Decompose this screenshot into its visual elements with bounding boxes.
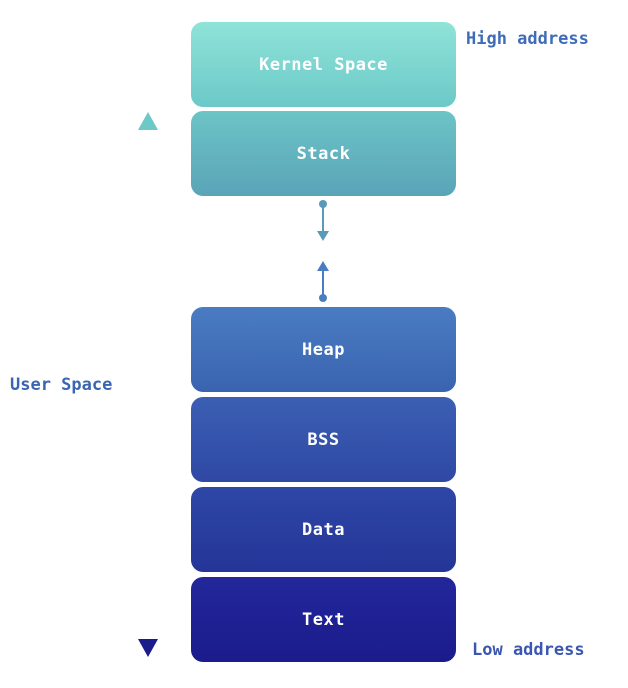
user-space-arrow-head-down bbox=[138, 639, 158, 657]
stack-label: Stack bbox=[296, 143, 351, 164]
data-segment: Data bbox=[191, 487, 456, 572]
stack-segment: Stack bbox=[191, 111, 456, 196]
text-label: Text bbox=[302, 609, 345, 630]
bss-label: BSS bbox=[307, 429, 340, 450]
kernel-space-label: Kernel Space bbox=[259, 54, 388, 75]
high-address-label: High address bbox=[466, 29, 589, 49]
heap-growth-arrow bbox=[317, 261, 329, 302]
kernel-space-segment: Kernel Space bbox=[191, 22, 456, 107]
bss-segment: BSS bbox=[191, 397, 456, 482]
stack-growth-arrow bbox=[317, 200, 329, 241]
user-space-arrow-head-up bbox=[138, 112, 158, 130]
user-space-label: User Space bbox=[10, 375, 113, 395]
heap-label: Heap bbox=[302, 339, 345, 360]
heap-growth-arrow-head bbox=[317, 261, 329, 271]
user-space-arrow bbox=[138, 112, 158, 657]
heap-growth-arrow-dot bbox=[319, 294, 327, 302]
heap-segment: Heap bbox=[191, 307, 456, 392]
data-label: Data bbox=[302, 519, 345, 540]
text-segment: Text bbox=[191, 577, 456, 662]
low-address-label: Low address bbox=[472, 640, 585, 660]
stack-growth-arrow-head bbox=[317, 231, 329, 241]
